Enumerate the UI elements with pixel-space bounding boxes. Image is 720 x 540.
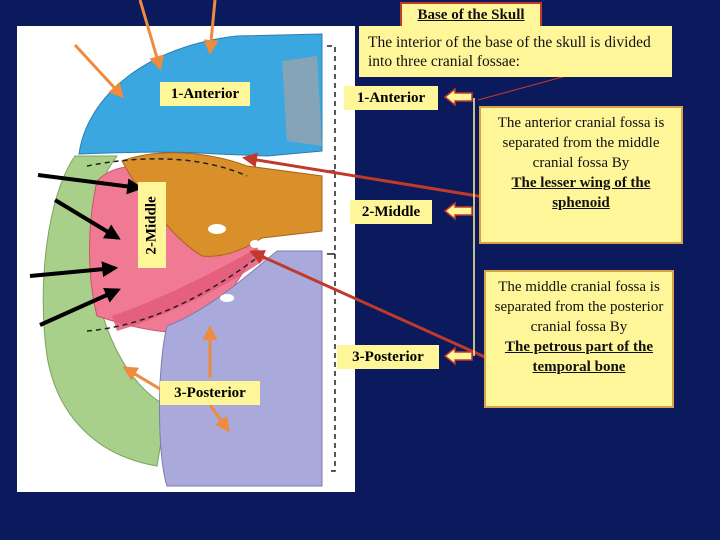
note-anterior-text: The anterior cranial fossa is separated … (497, 115, 665, 171)
label-middle-figure: 2-Middle (138, 182, 166, 268)
arrow-petrous (249, 250, 497, 364)
arrow-post-3 (208, 404, 230, 433)
arrow-mid-4 (39, 287, 121, 327)
foramen-spot (250, 240, 260, 248)
arrow-mid-1 (37, 173, 144, 195)
note-middle-text: The middle cranial fossa is separated fr… (494, 279, 664, 335)
arrow-post-2 (122, 366, 166, 394)
intro-text: The interior of the base of the skull is… (359, 26, 672, 77)
fossae-bracket (327, 45, 336, 472)
optic-foramen (208, 224, 226, 234)
arrow-ant-2 (203, 0, 219, 55)
label-anterior-side: 1-Anterior (344, 86, 438, 110)
label-posterior-figure: 3-Posterior (160, 381, 260, 405)
label-anterior-figure: 1-Anterior (160, 82, 250, 106)
note-anterior-emphasis: The lesser wing of the sphenoid (511, 175, 651, 211)
petrous-temporal-ridge (112, 248, 267, 331)
side-arrow-middle (443, 201, 473, 221)
posterior-fossa-region (159, 250, 323, 487)
arrow-lesser-wing (242, 152, 491, 200)
side-arrow-anterior (443, 87, 473, 107)
foramen-ovale (220, 294, 234, 302)
cribriform-plate (282, 56, 322, 146)
note-middle-emphasis: The petrous part of the temporal bone (504, 339, 654, 375)
arrow-ant-3 (73, 43, 125, 99)
label-posterior-side: 3-Posterior (337, 345, 439, 369)
arrow-ant-1 (138, 0, 164, 71)
page-title: Base of the Skull (400, 2, 542, 28)
side-arrow-posterior (443, 346, 473, 366)
arrow-mid-3 (29, 261, 119, 278)
label-middle-side: 2-Middle (350, 200, 432, 224)
note-middle-separation: The middle cranial fossa is separated fr… (484, 270, 674, 408)
middle-boundary-dashed (86, 253, 263, 332)
note-anterior-separation: The anterior cranial fossa is separated … (479, 106, 683, 244)
arrow-mid-2 (53, 198, 121, 240)
